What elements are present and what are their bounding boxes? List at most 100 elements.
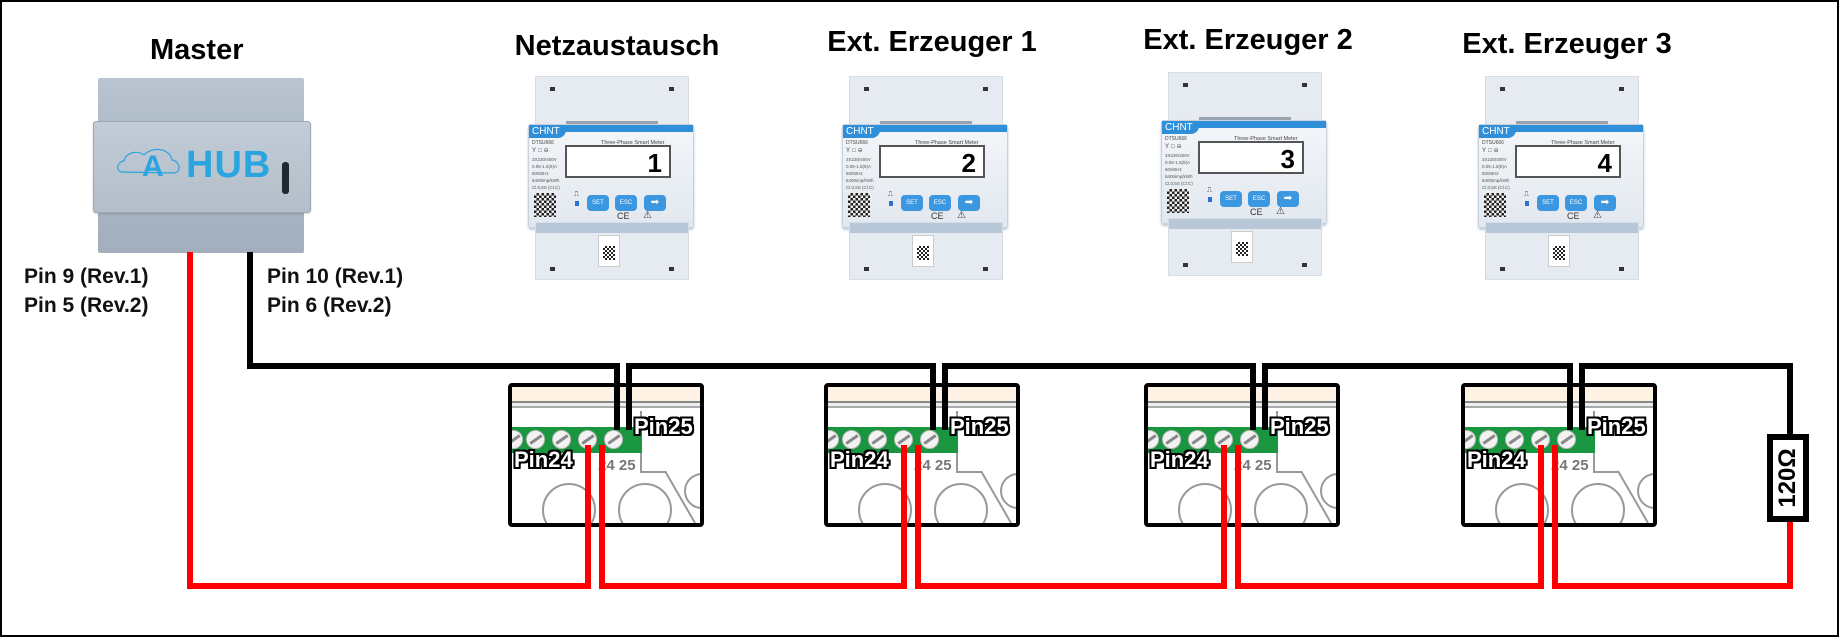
terminal-screw-icon <box>526 430 545 449</box>
terminal-hole <box>1178 483 1232 523</box>
termination-resistor: 120Ω <box>1767 434 1809 522</box>
meter-brand: CHNT <box>843 125 880 138</box>
terminal-hole <box>1571 483 1625 523</box>
meter-top-housing <box>1168 72 1322 126</box>
meter-brand-band <box>1479 125 1643 132</box>
terminal-screw-icon <box>868 430 887 449</box>
terminal-numbers: 24 25 <box>598 457 636 474</box>
meter-model: DTSU666 <box>1482 140 1504 146</box>
resistor-value: 120Ω <box>1774 448 1801 508</box>
meter-strip <box>1169 219 1321 229</box>
pulse-led <box>889 201 893 206</box>
meter-brand-band <box>843 125 1007 132</box>
meter-sticker <box>598 235 620 267</box>
meter-slot <box>1199 117 1291 120</box>
meter-sticker <box>912 235 934 267</box>
set-button[interactable]: SET <box>1220 191 1242 207</box>
red-pin-rev1: Pin 9 (Rev.1) <box>24 265 149 288</box>
ce-mark: CE <box>617 211 630 221</box>
meter-model: DTSU666 <box>1165 136 1187 142</box>
esc-button[interactable]: ESC <box>615 195 637 211</box>
qr-code-icon <box>1236 242 1248 256</box>
terminal-screw-icon <box>1162 430 1181 449</box>
next-arrow-button[interactable]: ➡ <box>644 195 666 211</box>
meter-strip <box>536 223 688 233</box>
meter-symbol-icons: Y□⊖ <box>846 148 865 154</box>
next-arrow-button[interactable]: ➡ <box>1277 191 1299 207</box>
smart-meter: CHNT DTSU666 Three-Phase Smart Meter Y□⊖… <box>1478 76 1644 280</box>
meter-spec-line: 50/60Hz <box>532 171 549 176</box>
red-pin-rev2: Pin 5 (Rev.2) <box>24 294 149 317</box>
pin25-label: Pin25 <box>1270 414 1329 439</box>
qr-code-icon <box>534 193 556 217</box>
meter-front-panel: CHNT DTSU666 Three-Phase Smart Meter Y□⊖… <box>528 124 694 228</box>
set-button[interactable]: SET <box>587 195 609 211</box>
screw-icon <box>1183 263 1188 267</box>
a-line-wire <box>599 445 907 589</box>
terminal-outline <box>1276 471 1302 473</box>
terminal-screw-icon <box>1240 430 1259 449</box>
b-line-wire <box>247 252 620 430</box>
meter-sticker <box>1548 235 1570 267</box>
next-arrow-button[interactable]: ➡ <box>958 195 980 211</box>
meter-bottom-housing <box>849 222 1003 280</box>
screw-icon <box>1500 267 1505 271</box>
meter-bottom-housing <box>1168 218 1322 276</box>
ce-mark: CE <box>1567 211 1580 221</box>
meter-spec-line: 50/60Hz <box>846 171 863 176</box>
meter-bottom-housing <box>1485 222 1639 280</box>
meter-spec-line: Cl.0,5S (Cl.C) <box>1165 181 1193 186</box>
meter-type: Three-Phase Smart Meter <box>1234 136 1298 142</box>
pulse-led <box>1525 201 1529 206</box>
terminal-screw-icon <box>1505 430 1524 449</box>
esc-button[interactable]: ESC <box>1565 195 1587 211</box>
meter-spec-line: Cl.0,5S (Cl.C) <box>846 185 874 190</box>
meter-symbol-icons: Y□⊖ <box>1165 144 1184 150</box>
terminal-outline <box>956 471 982 473</box>
meter-brand-band <box>529 125 693 132</box>
set-button[interactable]: SET <box>901 195 923 211</box>
next-arrow-button[interactable]: ➡ <box>1594 195 1616 211</box>
set-button[interactable]: SET <box>1537 195 1559 211</box>
screw-icon <box>550 87 555 91</box>
pin25-label: Pin25 <box>950 414 1009 439</box>
meter-title: Ext. Erzeuger 1 <box>827 26 1037 58</box>
esc-button[interactable]: ESC <box>1248 191 1270 207</box>
meter-top-housing <box>535 76 689 130</box>
qr-code-icon <box>603 246 615 260</box>
meter-type: Three-Phase Smart Meter <box>915 140 979 146</box>
meter-front-panel: CHNT DTSU666 Three-Phase Smart Meter Y□⊖… <box>842 124 1008 228</box>
b-line-wire <box>942 363 1256 430</box>
meter-address-number: 1 <box>647 148 662 178</box>
terminal-cover <box>1465 387 1653 401</box>
meter-spec-line: 6400imp/kWh <box>846 178 874 183</box>
meter-symbol-icons: Y□⊖ <box>1482 148 1501 154</box>
meter-spec-line: 3X230/400V <box>532 157 557 162</box>
meter-title: Ext. Erzeuger 3 <box>1462 28 1672 60</box>
terminal-rail <box>828 401 1016 408</box>
hub-brand-text: HUB <box>186 144 272 186</box>
meter-slot <box>880 121 972 124</box>
black-wire-pin-label: Pin 10 (Rev.1) Pin 6 (Rev.2) <box>267 262 403 320</box>
ce-mark: CE <box>931 211 944 221</box>
meter-spec-line: 3X230/400V <box>1165 153 1190 158</box>
esc-button[interactable]: ESC <box>929 195 951 211</box>
terminal-hole <box>618 483 672 523</box>
meter-bottom-housing <box>535 222 689 280</box>
qr-code-icon <box>1553 246 1565 260</box>
warning-triangle-icon: ⚠ <box>1593 210 1602 221</box>
terminal-hole <box>542 483 596 523</box>
hub-logo-letter: A <box>142 150 164 183</box>
qr-code-icon <box>917 246 929 260</box>
meter-title: Ext. Erzeuger 2 <box>1143 24 1353 56</box>
screw-icon <box>550 267 555 271</box>
meter-display: 4 <box>1515 145 1621 178</box>
screw-icon <box>1183 83 1188 87</box>
meter-sticker <box>1231 231 1253 263</box>
b-line-wire <box>626 363 936 430</box>
meter-display: 3 <box>1198 141 1304 174</box>
